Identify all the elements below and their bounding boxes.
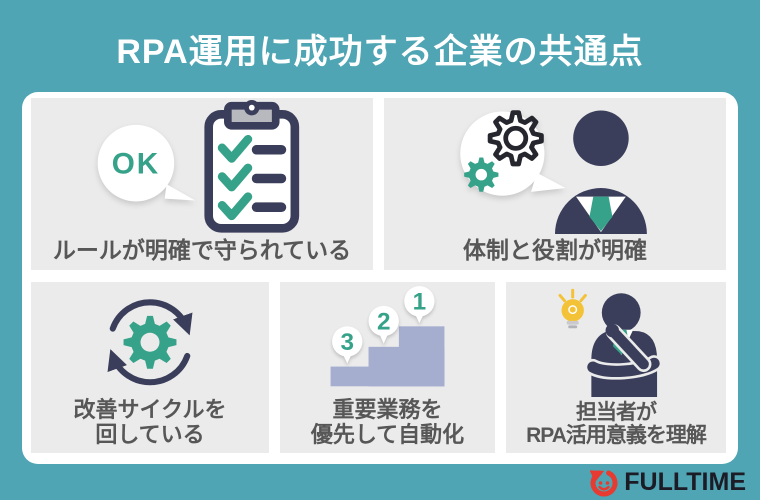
bottom-row: 改善サイクルを 回している 3: [31, 281, 726, 453]
panel-rules: OK: [31, 98, 373, 270]
thinking-person-icon: [506, 282, 726, 401]
step-pin-3: 3: [332, 326, 363, 364]
panel-understanding-label: 担当者が RPA活用意義を理解: [526, 400, 707, 448]
priority-steps-icon: 3 2 1: [280, 282, 495, 399]
footer: FULLTIME: [0, 464, 760, 500]
lightbulb-icon: [558, 288, 587, 329]
svg-text:3: 3: [341, 329, 355, 356]
page-title: RPA運用に成功する企業の共通点: [116, 33, 644, 71]
ok-speech-bubble: OK: [97, 125, 196, 202]
ok-text: OK: [112, 148, 160, 181]
person-figure: [584, 293, 663, 398]
panel-priority: 3 2 1 重要業務を 優先して自動化: [280, 281, 495, 453]
panel-cycle-label: 改善サイクルを 回している: [73, 397, 227, 448]
clipboard-checklist-icon: OK: [31, 98, 373, 237]
fulltime-logo-icon: [589, 470, 618, 497]
panel-rules-label: ルールが明確で守られている: [52, 236, 352, 263]
clipboard-icon: [204, 100, 300, 233]
stairs-icon: [330, 326, 445, 387]
gears-speech-bubble-icon: [460, 110, 566, 196]
panel-organization: 体制と役割が明確: [384, 98, 726, 270]
common-points-card: OK: [22, 92, 738, 464]
top-row: OK: [31, 98, 726, 270]
panel-cycle: 改善サイクルを 回している: [31, 281, 269, 453]
gears-person-icon: [384, 98, 726, 237]
svg-text:1: 1: [413, 289, 427, 316]
panel-priority-label: 重要業務を 優先して自動化: [310, 397, 465, 448]
svg-text:2: 2: [377, 308, 391, 335]
gear-outline-icon: [487, 110, 544, 167]
panel-organization-label: 体制と役割が明確: [463, 236, 647, 263]
improvement-cycle-icon: [31, 282, 269, 399]
step-pin-1: 1: [404, 285, 435, 324]
step-pin-2: 2: [368, 305, 399, 344]
fulltime-logo-text: FULLTIME: [624, 467, 746, 496]
businessman-icon: [555, 110, 647, 235]
panel-understanding: 担当者が RPA活用意義を理解: [506, 281, 726, 453]
